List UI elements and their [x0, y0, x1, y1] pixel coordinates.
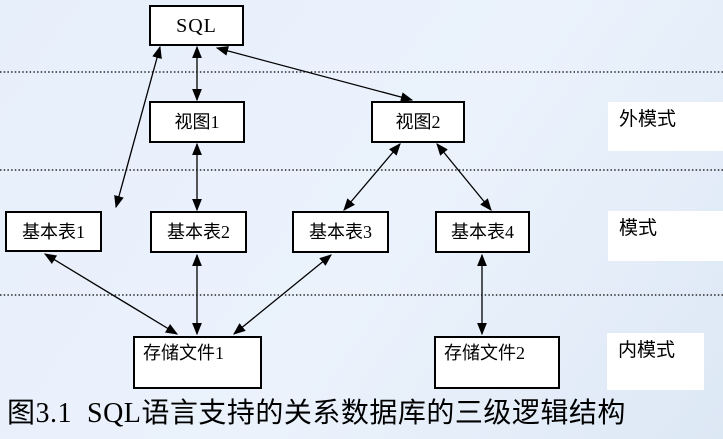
layer-label-conceptual-schema: 模式 [608, 211, 723, 261]
node-table1: 基本表1 [5, 211, 102, 252]
node-file2: 存储文件2 [434, 336, 560, 389]
node-table4: 基本表4 [435, 211, 530, 253]
node-sql: SQL [149, 5, 244, 46]
node-table2: 基本表2 [150, 211, 247, 253]
node-view2: 视图2 [371, 101, 465, 143]
node-table3: 基本表3 [292, 211, 389, 253]
arrow-view2-table3 [343, 143, 401, 211]
arrow-table3-file1 [233, 254, 332, 335]
arrow-sql-view2 [215, 46, 414, 102]
layer-label-internal-schema: 内模式 [607, 333, 704, 390]
node-file1: 存储文件1 [133, 336, 262, 389]
arrow-table1-file1 [43, 253, 179, 335]
node-view1: 视图1 [149, 101, 245, 143]
arrow-view2-table4 [436, 143, 492, 211]
layer-label-external-schema: 外模式 [608, 102, 723, 151]
figure-caption: 图3.1 SQL语言支持的关系数据库的三级逻辑结构 [7, 398, 626, 429]
